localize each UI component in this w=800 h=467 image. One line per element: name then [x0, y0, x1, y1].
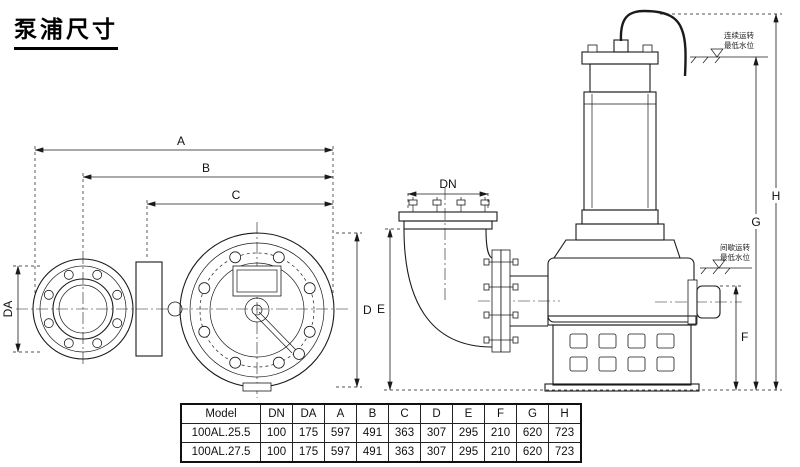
dimension-table: Model DN DA A B C D E F G H 100AL.25.5 1… [180, 403, 582, 463]
cell: 295 [452, 442, 485, 463]
dim-label-e: E [377, 302, 385, 316]
cell: 491 [356, 423, 389, 443]
cell: 210 [484, 423, 517, 443]
top-view [16, 222, 348, 398]
top-view-dimensions: A B C D DA [1, 134, 372, 388]
cell: 491 [356, 442, 389, 463]
col-header-a: A [324, 403, 357, 424]
pump-drawing: A B C D DA [1, 9, 783, 398]
cell: 620 [516, 423, 549, 443]
cell-model: 100AL.27.5 [180, 442, 261, 463]
col-header-model: Model [180, 403, 261, 424]
dim-label-b: B [202, 161, 210, 175]
dim-label-d: D [363, 303, 372, 317]
cell: 723 [548, 442, 582, 463]
col-header-dn: DN [260, 403, 293, 424]
cell-model: 100AL.25.5 [180, 423, 261, 443]
cell: 597 [324, 423, 357, 443]
table-row-model-1: 100AL.25.5 100 175 597 491 363 307 295 2… [180, 423, 582, 443]
cell: 175 [292, 423, 325, 443]
side-view [398, 9, 742, 392]
cell: 363 [388, 442, 421, 463]
dim-label-g: G [751, 215, 760, 229]
dim-label-dn: DN [439, 177, 456, 191]
cell: 620 [516, 442, 549, 463]
cell: 307 [420, 423, 453, 443]
dim-label-h: H [772, 189, 781, 203]
col-header-h: H [548, 403, 582, 424]
dim-label-da: DA [1, 301, 15, 318]
dim-label-c: C [232, 188, 241, 202]
upper-water-level-note: 连续运转 最低水位 [724, 31, 754, 50]
cell: 100 [260, 423, 293, 443]
dim-label-a: A [177, 134, 185, 148]
col-header-c: C [388, 403, 421, 424]
dimension-table-header: Model DN DA A B C D E F G H [180, 403, 582, 424]
col-header-b: B [356, 403, 389, 424]
cell: 295 [452, 423, 485, 443]
cell: 175 [292, 442, 325, 463]
cell: 210 [484, 442, 517, 463]
col-header-f: F [484, 403, 517, 424]
table-header-row: Model DN DA A B C D E F G H [180, 403, 582, 424]
side-view-dimensions: DN E F G H [377, 13, 783, 391]
cell: 723 [548, 423, 582, 443]
cell: 363 [388, 423, 421, 443]
col-header-e: E [452, 403, 485, 424]
dim-label-f: F [741, 330, 748, 344]
cell: 100 [260, 442, 293, 463]
col-header-da: DA [292, 403, 325, 424]
col-header-d: D [420, 403, 453, 424]
lower-water-level-note: 间歇运转 最低水位 [720, 243, 750, 262]
table-row-model-2: 100AL.27.5 100 175 597 491 363 307 295 2… [180, 442, 582, 463]
cell: 597 [324, 442, 357, 463]
col-header-g: G [516, 403, 549, 424]
page-title: 泵浦尺寸 [14, 10, 118, 50]
cell: 307 [420, 442, 453, 463]
